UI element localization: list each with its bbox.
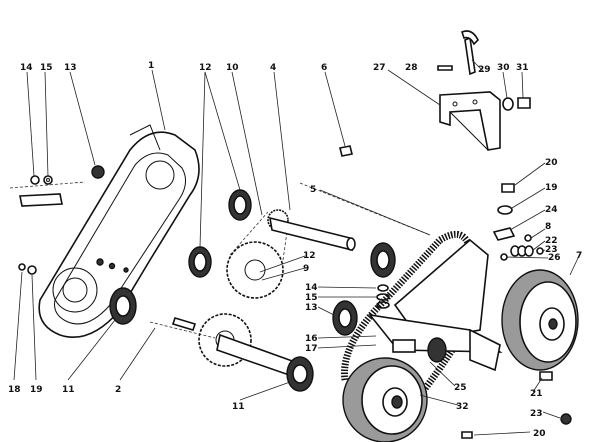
washer-30 bbox=[502, 97, 514, 111]
right-pulley bbox=[501, 269, 579, 371]
label-part-18-left: 18 bbox=[8, 385, 21, 395]
label-part-28: 28 bbox=[405, 63, 418, 73]
label-part-2: 2 bbox=[115, 385, 121, 395]
tensioner-arm-assembly bbox=[299, 182, 503, 372]
label-part-23-right: 23 bbox=[545, 245, 558, 255]
label-part-10: 10 bbox=[226, 63, 239, 73]
label-part-15: 15 bbox=[40, 63, 53, 73]
label-part-14-mid: 14 bbox=[305, 283, 318, 293]
label-part-8: 8 bbox=[545, 222, 551, 232]
label-part-17: 17 bbox=[305, 344, 318, 354]
label-part-15-mid: 15 bbox=[305, 293, 318, 303]
chain-case-housing bbox=[9, 124, 200, 339]
label-part-12-top: 12 bbox=[199, 63, 212, 73]
key-6 bbox=[339, 145, 353, 157]
label-part-13-mid: 13 bbox=[305, 303, 318, 313]
lower-shaft bbox=[149, 313, 296, 378]
label-part-4: 4 bbox=[270, 63, 276, 73]
label-part-13: 13 bbox=[64, 63, 77, 73]
label-part-1: 1 bbox=[148, 61, 154, 71]
mounting-bracket bbox=[439, 91, 501, 151]
label-part-19-right: 19 bbox=[545, 183, 558, 193]
bearing-11-left bbox=[109, 287, 137, 325]
bolt-20-bottom bbox=[461, 431, 473, 439]
nut-8 bbox=[524, 234, 532, 242]
label-part-23-bottom: 23 bbox=[530, 409, 543, 419]
lower-pulley bbox=[342, 357, 428, 442]
nut-19-left bbox=[27, 265, 37, 275]
label-part-9: 9 bbox=[303, 264, 309, 274]
label-part-20-right: 20 bbox=[545, 158, 558, 168]
bolt-21 bbox=[539, 371, 553, 381]
label-part-32: 32 bbox=[456, 402, 469, 412]
label-part-12-mid: 12 bbox=[303, 251, 316, 261]
label-part-24: 24 bbox=[545, 205, 558, 215]
label-part-16: 16 bbox=[305, 334, 318, 344]
washer-18-left bbox=[18, 263, 26, 271]
upper-shaft bbox=[269, 216, 356, 252]
label-part-6: 6 bbox=[321, 63, 327, 73]
bearing-12-lower bbox=[188, 246, 212, 278]
label-part-27: 27 bbox=[373, 63, 386, 73]
label-part-26: 26 bbox=[548, 253, 561, 263]
pin-29 bbox=[461, 30, 479, 76]
label-part-31: 31 bbox=[516, 63, 529, 73]
label-part-11-bottom: 11 bbox=[232, 402, 245, 412]
nut-15-top bbox=[43, 175, 53, 185]
washer-19-right bbox=[497, 205, 513, 215]
leader-lines bbox=[13, 59, 579, 436]
label-part-22: 22 bbox=[545, 236, 558, 246]
label-part-19-left: 19 bbox=[30, 385, 43, 395]
washers-22 bbox=[510, 245, 534, 257]
clip-24 bbox=[492, 227, 516, 241]
label-part-5: 5 bbox=[310, 185, 316, 195]
label-part-14: 14 bbox=[20, 63, 33, 73]
plug-13-top bbox=[91, 165, 105, 179]
label-part-20-bottom: 20 bbox=[533, 429, 546, 439]
bearing-11-bottom bbox=[286, 356, 314, 392]
label-part-25: 25 bbox=[454, 383, 467, 393]
label-part-7: 7 bbox=[576, 251, 582, 261]
bearing-12-upper bbox=[228, 189, 252, 221]
small-pin-28 bbox=[437, 65, 453, 71]
label-part-11-left: 11 bbox=[62, 385, 75, 395]
nut-23-bottom bbox=[560, 413, 572, 425]
label-part-30: 30 bbox=[497, 63, 510, 73]
bolt-20-right bbox=[501, 183, 515, 193]
bearing-upper-shaft bbox=[370, 242, 396, 278]
washer-14-top bbox=[30, 175, 40, 185]
label-part-29: 29 bbox=[478, 65, 491, 75]
label-part-21: 21 bbox=[530, 389, 543, 399]
bolt-31 bbox=[517, 97, 531, 109]
part-number-labels: 14 15 13 1 12 10 4 6 27 28 29 30 31 20 1… bbox=[8, 61, 582, 439]
